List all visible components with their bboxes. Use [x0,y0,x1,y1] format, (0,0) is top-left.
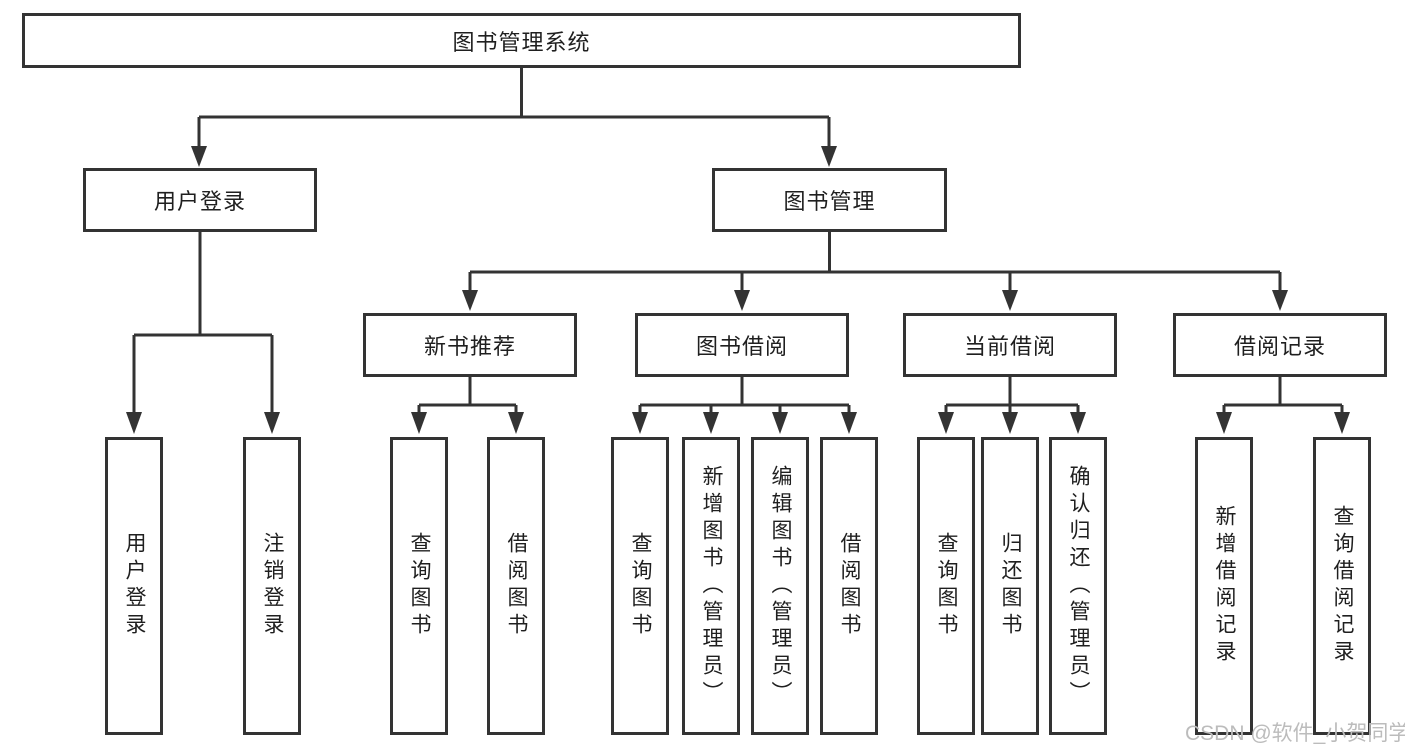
node-current-borrow: 当前借阅 [903,313,1117,377]
node-book-management: 图书管理 [712,168,947,232]
connector-current-borrow-to-leaves [944,377,1080,414]
leaf-user-login: 用户登录 [105,437,163,735]
leaf-return-books: 归还图书 [981,437,1039,735]
connector-borrow-records-to-leaves [1222,377,1344,414]
connector-root-to-level2 [197,68,831,148]
node-user-login: 用户登录 [83,168,317,232]
leaf-query-books-borrow: 查询图书 [611,437,669,735]
connector-new-book-to-leaves [417,377,518,414]
leaf-confirm-return-admin: 确认归还（管理员） [1049,437,1107,735]
connector-book-management-to-level3 [468,232,1282,292]
leaf-query-borrow-record: 查询借阅记录 [1313,437,1371,735]
node-borrow-records: 借阅记录 [1173,313,1387,377]
leaf-edit-books-admin: 编辑图书（管理员） [751,437,809,735]
csdn-watermark: CSDN @软件_小贺同学 [1185,722,1405,745]
leaf-borrow-books-new-book: 借阅图书 [487,437,545,735]
leaf-logout: 注销登录 [243,437,301,735]
leaf-add-books-admin: 新增图书（管理员） [682,437,740,735]
node-root-library-system: 图书管理系统 [22,13,1021,68]
leaf-query-books-new-book: 查询图书 [390,437,448,735]
node-book-borrow: 图书借阅 [635,313,849,377]
arrowheads [126,146,1350,434]
connector-book-borrow-to-leaves [638,377,851,414]
connector-user-login-to-leaves [132,232,274,414]
leaf-borrow-books-borrow: 借阅图书 [820,437,878,735]
leaf-query-books-current: 查询图书 [917,437,975,735]
node-new-book-recommend: 新书推荐 [363,313,577,377]
leaf-add-borrow-record: 新增借阅记录 [1195,437,1253,735]
